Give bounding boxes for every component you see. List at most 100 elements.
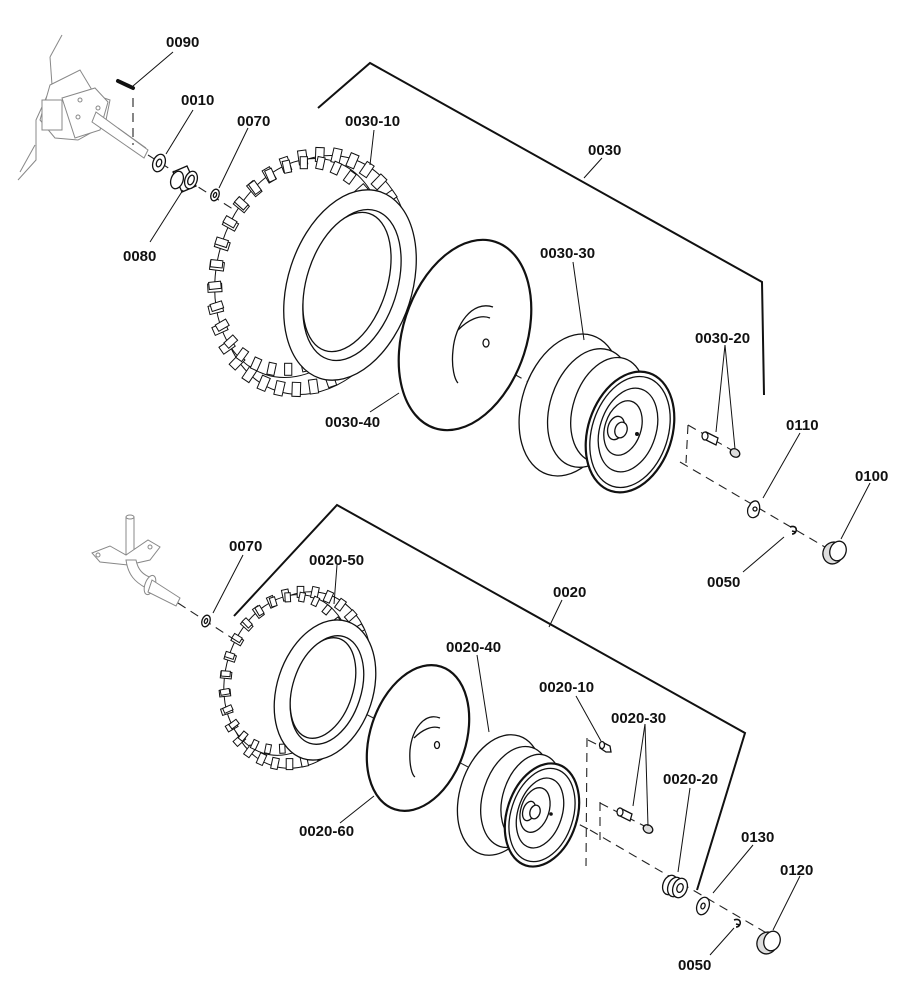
- tread-lug: [329, 160, 343, 176]
- tire-0030-10: [207, 146, 417, 398]
- tread-lug: [255, 752, 268, 767]
- spacer-bushing-0080: [169, 165, 199, 193]
- tread-lug: [228, 718, 240, 730]
- axis-offset-top: [685, 424, 689, 464]
- tread-lug: [285, 758, 294, 771]
- washer-0070-top: [210, 188, 220, 202]
- label-0050-top: 0050: [707, 574, 740, 591]
- label-0020-20: 0020-20: [663, 771, 718, 788]
- label-0030-40: 0030-40: [325, 414, 380, 431]
- tread-lug: [220, 670, 231, 678]
- transmission-housing: [17, 34, 149, 181]
- washer-0070-bottom: [201, 614, 211, 628]
- label-0020: 0020: [553, 584, 586, 601]
- tread-lug: [208, 280, 222, 291]
- tread-lug: [333, 597, 348, 612]
- tread-lug: [284, 362, 293, 376]
- washer-0130: [695, 896, 711, 916]
- tread-lug: [223, 650, 236, 660]
- tread-lug: [237, 730, 249, 743]
- label-0020-30: 0020-30: [611, 710, 666, 727]
- axis-line-bottom-right: [589, 829, 771, 936]
- label-0030-30: 0030-30: [540, 245, 595, 262]
- tire-0020-50: [218, 585, 377, 771]
- tread-lug: [214, 236, 230, 249]
- inner-tube-0020-60: [365, 664, 471, 812]
- valve-stem-0030-20: [701, 431, 741, 458]
- tread-lug: [214, 318, 230, 332]
- inner-tube-0030-40: [397, 238, 533, 432]
- tread-lug: [254, 604, 265, 617]
- tread-lug: [209, 300, 225, 313]
- label-0080: 0080: [123, 248, 156, 265]
- tread-lug: [297, 591, 307, 603]
- plate-washer-0110: [746, 500, 761, 519]
- spindle: [91, 514, 181, 607]
- label-0120: 0120: [780, 862, 813, 879]
- label-0070-bottom: 0070: [229, 538, 262, 555]
- tread-lug: [342, 169, 357, 186]
- label-0020-40: 0020-40: [446, 639, 501, 656]
- tread-lug: [345, 152, 360, 170]
- tread-lug: [247, 179, 263, 196]
- tread-lug: [284, 592, 292, 603]
- tread-lug: [209, 259, 224, 269]
- rim-0030-30: [518, 333, 676, 494]
- axis-offset-bottom-valve: [585, 737, 588, 867]
- tread-lug: [273, 379, 286, 397]
- tread-lug: [278, 743, 286, 754]
- hub-cap-0100: [822, 540, 847, 565]
- valve-core-0020-10: [598, 740, 612, 753]
- tread-lug: [358, 160, 375, 179]
- tread-lug: [222, 215, 238, 229]
- tread-lug: [322, 589, 335, 604]
- label-0100: 0100: [855, 468, 888, 485]
- hub-cap-0120: [756, 930, 781, 955]
- tread-lug: [249, 738, 260, 751]
- tread-lug: [281, 159, 293, 174]
- tread-lug: [256, 374, 271, 393]
- tread-lug: [233, 195, 249, 211]
- label-0030-20: 0030-20: [695, 330, 750, 347]
- tread-lug: [231, 632, 243, 644]
- roll-pin-0090: [116, 79, 135, 90]
- label-0030-10: 0030-10: [345, 113, 400, 130]
- tread-lug: [270, 756, 280, 771]
- label-0110: 0110: [786, 417, 819, 434]
- e-clip-0050-top: [789, 525, 798, 535]
- label-0130: 0130: [741, 829, 774, 846]
- valve-stem-0020-30: [616, 807, 654, 834]
- assembly-bracket-0030: [317, 61, 765, 396]
- tread-lug: [219, 687, 231, 696]
- tread-lug: [249, 356, 263, 372]
- tread-lug: [315, 155, 326, 171]
- tread-lug: [268, 596, 278, 608]
- tread-lug: [343, 608, 358, 623]
- label-0020-60: 0020-60: [299, 823, 354, 840]
- tread-lug: [263, 167, 277, 183]
- tread-lug: [310, 595, 321, 608]
- label-0070-top: 0070: [237, 113, 270, 130]
- assembly-bracket-0020: [233, 503, 747, 891]
- washer-0010: [151, 153, 167, 173]
- label-0050-bottom: 0050: [678, 957, 711, 974]
- label-0030: 0030: [588, 142, 621, 159]
- bearing-0020-20: [661, 874, 689, 899]
- rim-0020-40: [456, 734, 581, 868]
- tread-lug: [263, 743, 273, 755]
- label-0020-10: 0020-10: [539, 679, 594, 696]
- tread-lug: [299, 156, 308, 170]
- leader-lines: [132, 51, 871, 956]
- label-0010: 0010: [181, 92, 214, 109]
- label-0020-50: 0020-50: [309, 552, 364, 569]
- tread-lug: [223, 334, 239, 349]
- tread-lug: [241, 617, 253, 629]
- tread-lug: [321, 603, 333, 616]
- e-clip-0050-bottom: [733, 918, 742, 928]
- tread-lug: [291, 381, 302, 398]
- tread-lug: [266, 361, 277, 377]
- tread-lug: [370, 173, 388, 191]
- tread-lug: [221, 704, 234, 715]
- tread-lug: [235, 346, 250, 363]
